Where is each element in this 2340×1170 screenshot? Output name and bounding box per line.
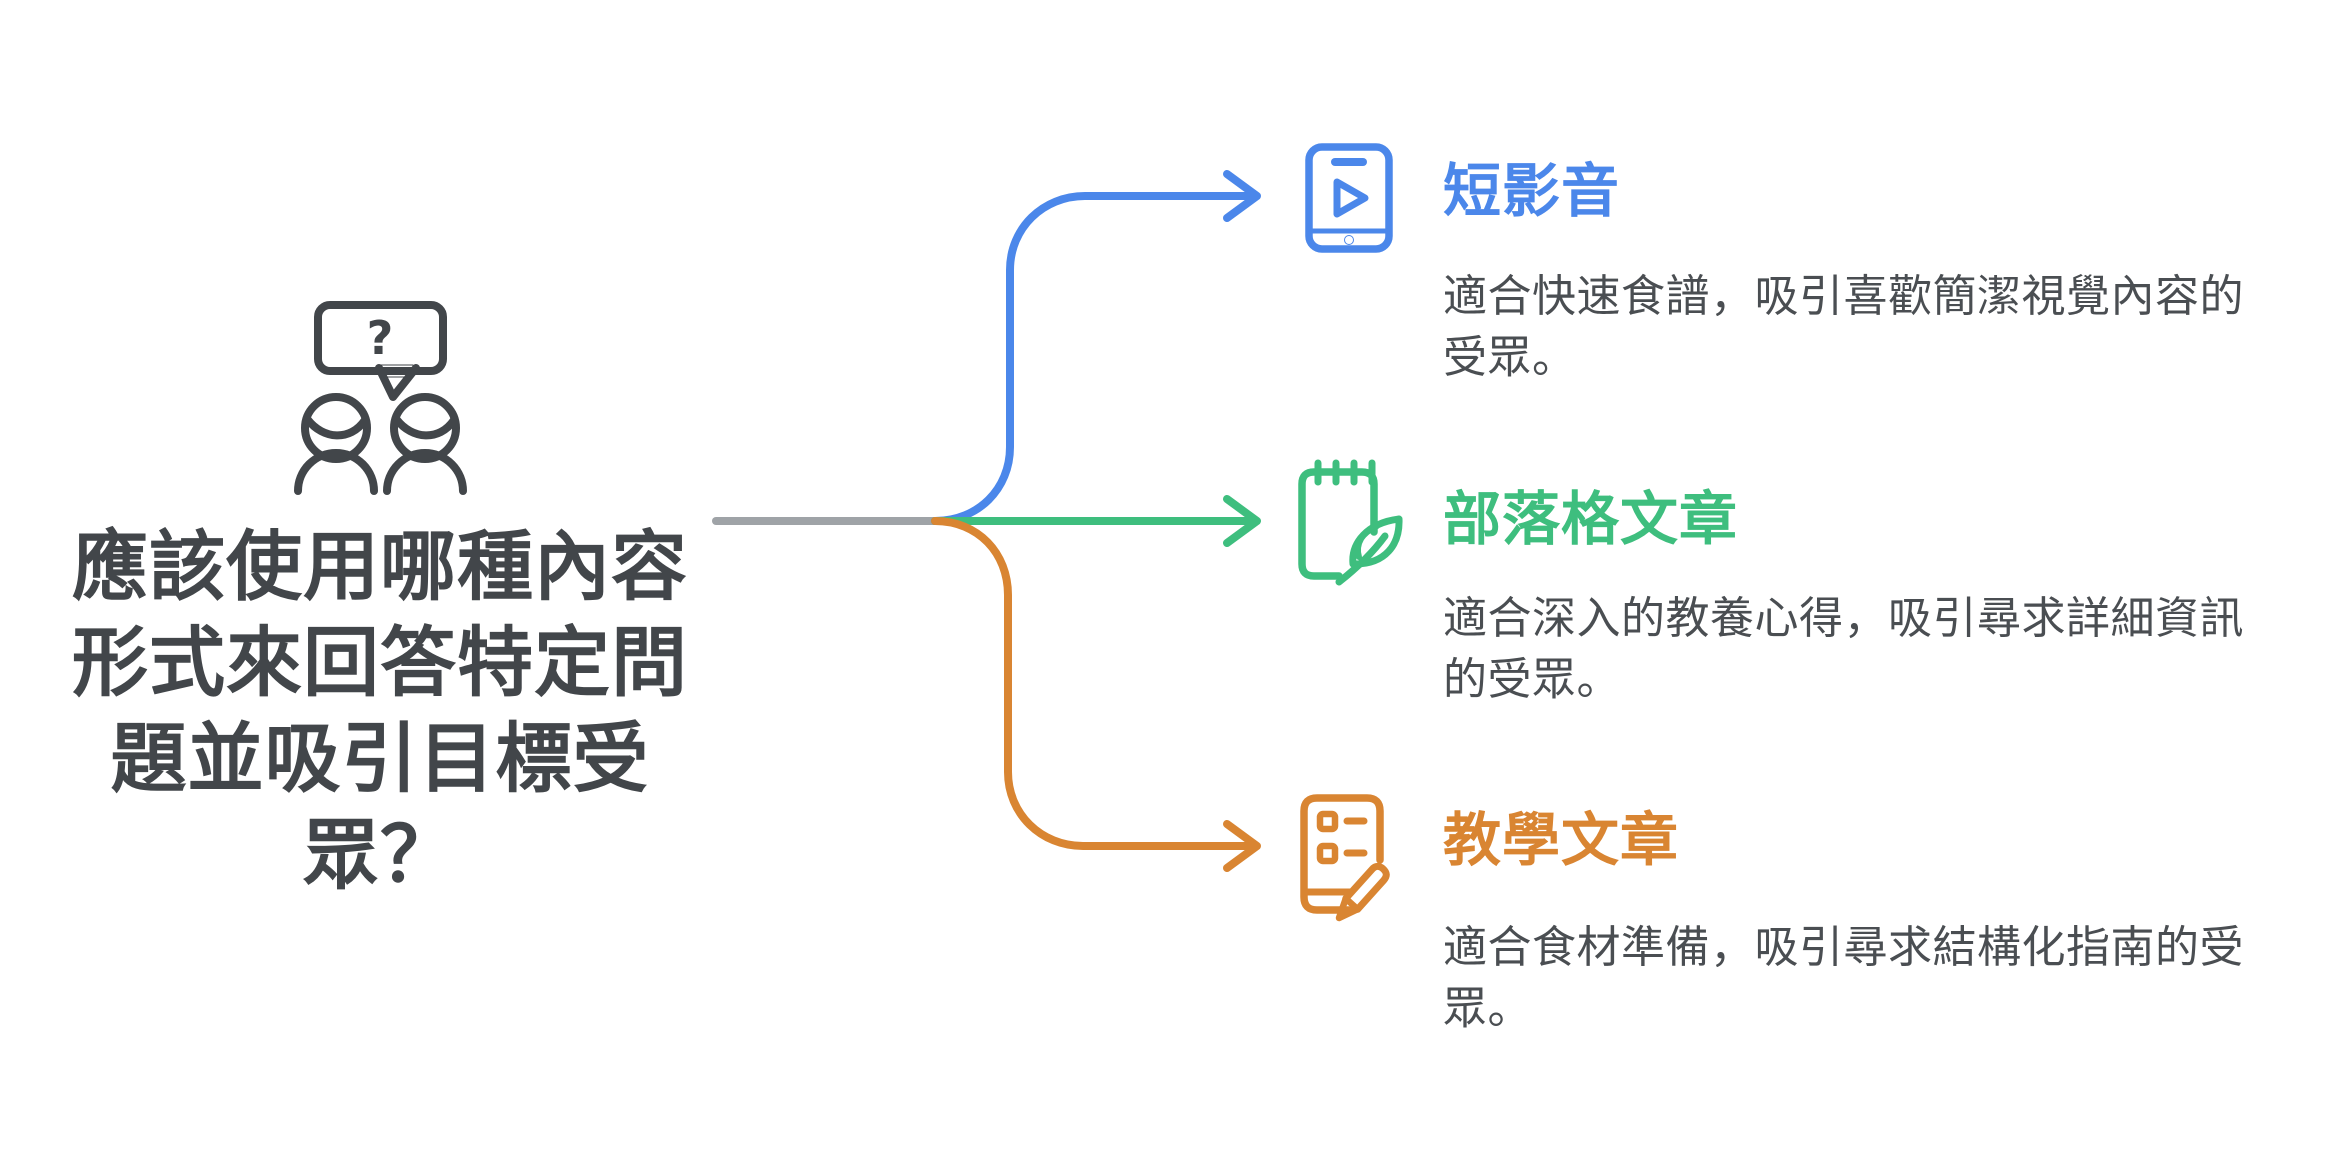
people-question-icon: ? xyxy=(294,301,467,495)
branch-title-tutorial-article: 教學文章 xyxy=(1443,808,1680,873)
desc-line: 的受眾。 xyxy=(1443,655,1621,704)
arrowhead-tutorial-article xyxy=(1223,820,1261,872)
branch-desc-blog-article: 適合深入的教養心得，吸引尋求詳細資訊 的受眾。 xyxy=(1443,588,2244,710)
desc-line: 眾。 xyxy=(1443,984,1532,1033)
arrowhead-blog-article xyxy=(1223,495,1261,547)
branch-line-tutorial-article xyxy=(931,517,1252,850)
branch-title-blog-article: 部落格文章 xyxy=(1443,487,1739,552)
root-title-line: 眾？ xyxy=(303,813,457,898)
desc-line: 適合食材準備，吸引尋求結構化指南的受 xyxy=(1443,923,2244,972)
branch-node-short-video xyxy=(1305,143,1393,253)
desc-line: 適合快速食譜，吸引喜歡簡潔視覺內容的 xyxy=(1443,272,2244,321)
branch-node-blog-article xyxy=(1293,459,1413,590)
root-node: ? xyxy=(294,298,495,498)
branch-line-short-video xyxy=(931,192,1252,525)
notepad-feather-icon xyxy=(1298,459,1403,586)
root-title-line: 題並吸引目標受 xyxy=(110,717,650,802)
arrowhead-short-video xyxy=(1223,170,1261,222)
question-mark-glyph: ? xyxy=(367,311,394,365)
desc-line: 適合深入的教養心得，吸引尋求詳細資訊 xyxy=(1443,594,2244,643)
branch-desc-tutorial-article: 適合食材準備，吸引尋求結構化指南的受 眾。 xyxy=(1443,917,2244,1039)
branch-desc-short-video: 適合快速食譜，吸引喜歡簡潔視覺內容的 受眾。 xyxy=(1443,266,2244,388)
root-title-line: 應該使用哪種內容 xyxy=(72,525,688,610)
doc-pencil-icon xyxy=(1300,794,1390,922)
phone-play-icon xyxy=(1305,143,1393,253)
desc-line: 受眾。 xyxy=(1443,333,1577,382)
branch-title-short-video: 短影音 xyxy=(1443,159,1621,224)
root-question-title: 應該使用哪種內容 形式來回答特定問 題並吸引目標受 眾？ xyxy=(70,520,690,904)
branch-node-tutorial-article xyxy=(1293,790,1418,930)
root-title-line: 形式來回答特定問 xyxy=(72,621,688,706)
